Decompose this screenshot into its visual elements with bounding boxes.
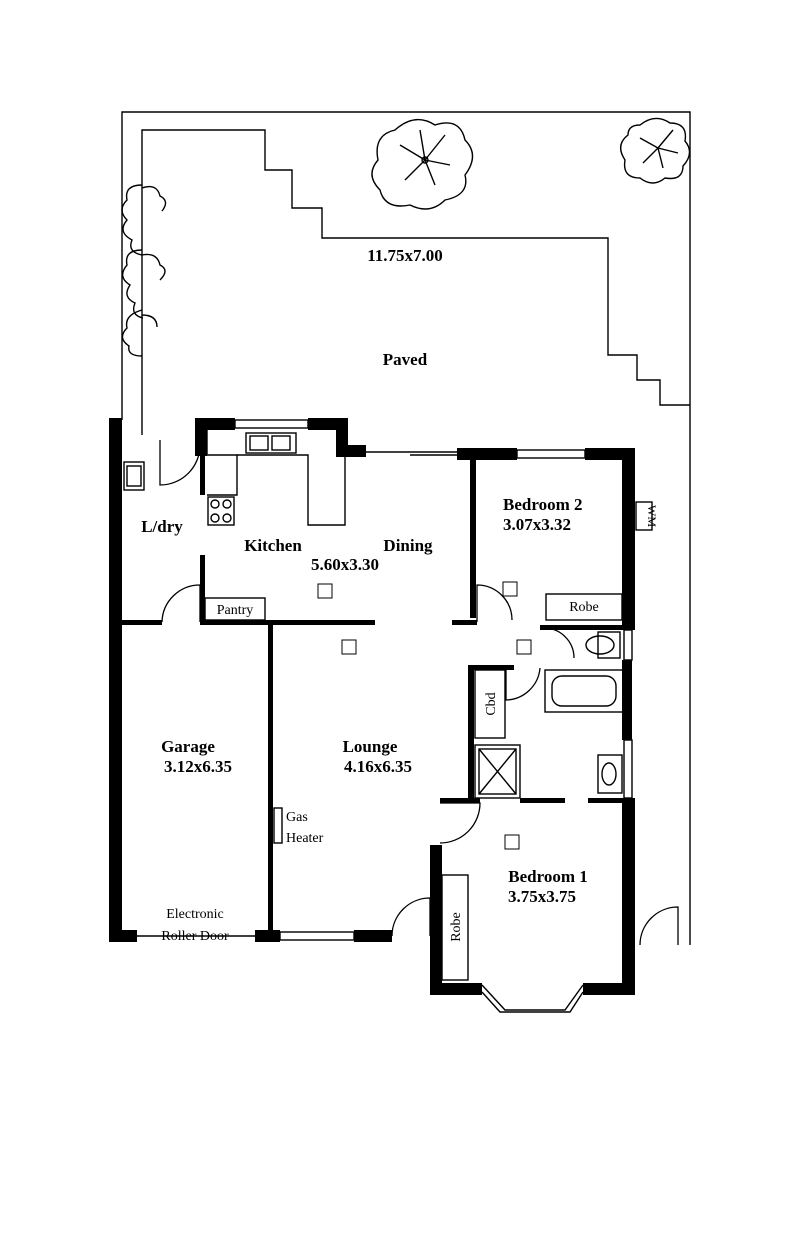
garage-door-label-1: Electronic (166, 907, 224, 922)
gas-heater (273, 807, 283, 844)
pantry-label: Pantry (217, 603, 254, 618)
yard-boundary (121, 111, 691, 945)
bedroom2-label: Bedroom 2 (503, 495, 583, 514)
bedroom1-label: Bedroom 1 (508, 867, 588, 886)
washing-machine-box (635, 501, 653, 531)
cupboard-box (474, 669, 506, 739)
gas-heater-label-1: Gas (286, 810, 308, 825)
robe-bedroom1 (441, 874, 469, 981)
kitchen-label: Kitchen (244, 536, 302, 555)
bedroom2-robe-label: Robe (569, 600, 599, 615)
bedroom2-size-label: 3.07x3.32 (503, 515, 571, 534)
tree-icon (620, 117, 691, 184)
yard-size-label: 11.75x7.00 (367, 246, 443, 265)
cooktop-icon (207, 496, 235, 526)
lounge-label: Lounge (343, 737, 398, 756)
toilet-icon (585, 631, 621, 659)
laundry-label: L/dry (141, 517, 183, 536)
laundry-tub-icon (123, 461, 145, 491)
wm-label: WM (645, 505, 659, 527)
robe-bedroom2 (545, 593, 623, 621)
cupboard-label: Cbd (484, 692, 499, 715)
yard-surface-label: Paved (383, 350, 428, 369)
bedroom1-size-label: 3.75x3.75 (508, 887, 576, 906)
windows (137, 419, 633, 1013)
bedroom1-robe-label: Robe (449, 912, 464, 942)
kitchen-size-label: 5.60x3.30 (311, 555, 379, 574)
tree-icon (371, 118, 474, 210)
garage-size-label: 3.12x6.35 (164, 757, 232, 776)
basin-icon (597, 754, 623, 794)
pantry-cupboard (204, 597, 266, 621)
shower-icon (474, 744, 521, 799)
shrub-icon (121, 184, 167, 357)
garage-label: Garage (161, 737, 215, 756)
lounge-size-label: 4.16x6.35 (344, 757, 412, 776)
ceiling-vents (317, 581, 532, 850)
bathtub-icon (544, 669, 624, 713)
doors (159, 440, 679, 946)
garage-door-label-2: Roller Door (161, 929, 229, 944)
walls (109, 418, 635, 995)
kitchen-bench (206, 430, 346, 526)
dining-label: Dining (383, 536, 433, 555)
gas-heater-label-2: Heater (286, 831, 324, 846)
